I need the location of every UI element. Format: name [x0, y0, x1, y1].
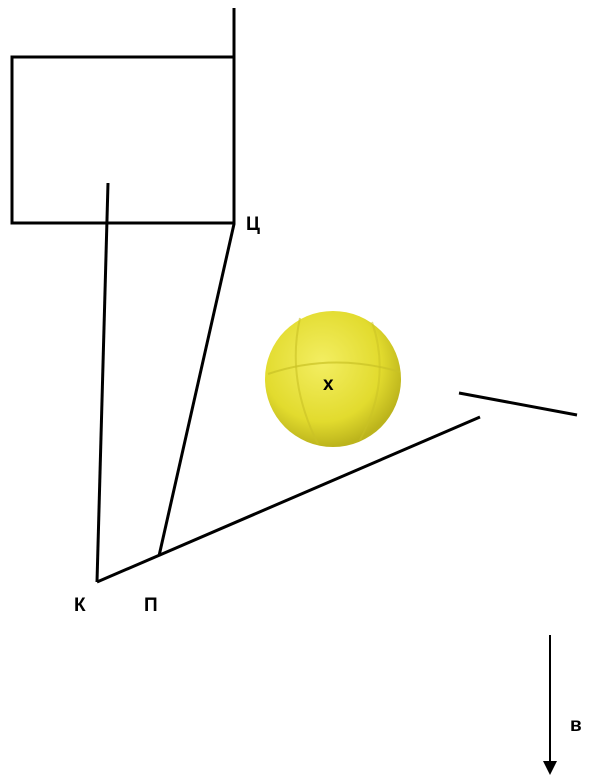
label-ts: Ц — [246, 214, 260, 235]
label-v: в — [570, 715, 582, 736]
yellow-ball — [265, 311, 401, 447]
arrow-head — [543, 761, 557, 775]
line-ts-to-p — [157, 223, 236, 557]
sloped-line-k — [96, 415, 481, 584]
short-segment-right — [458, 391, 578, 417]
label-x: x — [323, 374, 334, 395]
label-k: К — [74, 595, 86, 616]
label-p: П — [144, 595, 158, 616]
line-box-to-k — [95, 182, 110, 583]
box-rectangle — [10, 55, 236, 225]
